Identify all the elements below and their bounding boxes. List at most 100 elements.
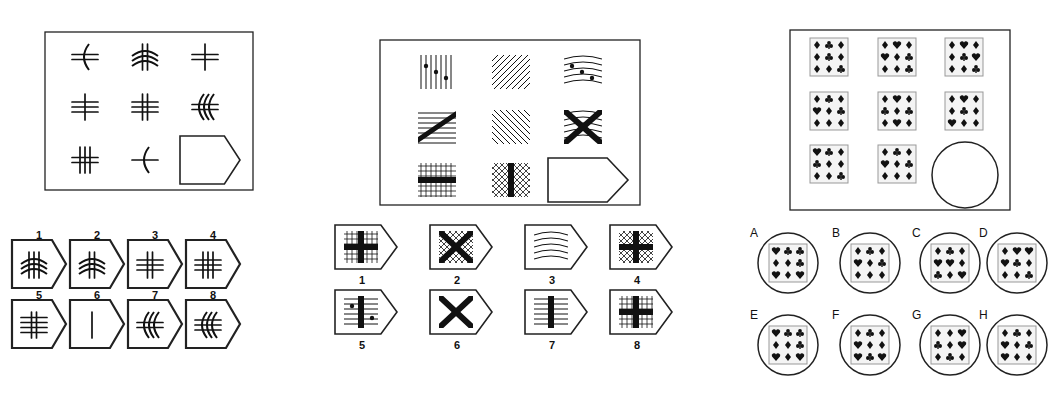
figure-part bbox=[896, 152, 897, 156]
answer-slot bbox=[12, 240, 66, 288]
diamond-suit bbox=[814, 65, 820, 73]
figure-part bbox=[950, 250, 954, 254]
figure-part bbox=[769, 244, 807, 282]
figure-part bbox=[788, 332, 792, 336]
figure-part bbox=[637, 296, 638, 328]
suit-card bbox=[851, 326, 889, 364]
figure-part bbox=[132, 106, 158, 108]
figure-part bbox=[829, 44, 833, 48]
figure-part bbox=[209, 94, 214, 120]
figure-part bbox=[825, 98, 829, 102]
figure-part bbox=[817, 163, 821, 167]
figure-part bbox=[564, 80, 602, 83]
diamond-suit bbox=[949, 107, 955, 115]
figure-part bbox=[881, 110, 885, 114]
diamond-suit bbox=[1014, 341, 1020, 349]
figure-part bbox=[534, 244, 568, 247]
diamond-suit bbox=[906, 172, 912, 180]
diamond-suit bbox=[867, 341, 873, 349]
figure-part bbox=[866, 332, 870, 336]
figure-part bbox=[909, 110, 913, 114]
figure-part bbox=[799, 263, 800, 267]
diamond-suit bbox=[855, 329, 861, 337]
diamond-suit bbox=[814, 119, 820, 127]
heart-suit bbox=[1001, 259, 1009, 267]
diamond-suit bbox=[906, 41, 912, 49]
diamond-suit bbox=[894, 160, 900, 168]
figure-part bbox=[931, 326, 969, 364]
figure-part bbox=[1028, 275, 1029, 279]
figure-part bbox=[908, 164, 909, 168]
figure-part bbox=[492, 163, 504, 197]
heart-suit bbox=[893, 119, 901, 127]
figure-part bbox=[841, 175, 845, 179]
figure-part bbox=[418, 123, 456, 124]
hatch-cell bbox=[619, 231, 653, 263]
hatch-cell bbox=[492, 110, 530, 144]
figure-part bbox=[21, 317, 47, 319]
figure-part bbox=[512, 110, 530, 144]
diamond-suit bbox=[838, 53, 844, 61]
heart-suit bbox=[796, 271, 804, 279]
diamond-suit bbox=[814, 95, 820, 103]
figure-part bbox=[492, 163, 510, 197]
answer-option bbox=[920, 233, 980, 293]
line-glyph bbox=[21, 252, 47, 278]
club-suit bbox=[837, 107, 845, 115]
diamond-suit bbox=[906, 119, 912, 127]
answer-slot bbox=[180, 136, 240, 184]
heart-suit bbox=[1001, 353, 1009, 361]
figure-part bbox=[972, 68, 976, 72]
figure-part bbox=[878, 92, 916, 130]
answer-slot bbox=[610, 290, 672, 334]
figure-part bbox=[31, 312, 33, 338]
figure-part bbox=[492, 110, 510, 144]
figure-part bbox=[1016, 333, 1017, 337]
hatch-cell bbox=[564, 56, 602, 83]
figure-part bbox=[870, 332, 874, 336]
answer-slot bbox=[70, 300, 124, 348]
figure-part bbox=[518, 163, 530, 197]
option-number: H bbox=[979, 309, 988, 321]
figure-part bbox=[192, 54, 218, 56]
answer-slot bbox=[430, 225, 492, 269]
diamond-suit bbox=[855, 271, 861, 279]
figure-part bbox=[506, 55, 530, 89]
figure-part bbox=[418, 177, 456, 183]
hatch-cell bbox=[439, 231, 473, 263]
diamond-suit bbox=[935, 329, 941, 337]
diamond-suit bbox=[1002, 329, 1008, 337]
diamond-suit bbox=[947, 271, 953, 279]
hatch-cell bbox=[492, 55, 530, 89]
figure-part bbox=[441, 55, 442, 89]
figure-part bbox=[950, 356, 954, 360]
diamond-suit bbox=[826, 119, 832, 127]
figure-part bbox=[534, 238, 568, 241]
line-glyph bbox=[72, 44, 98, 70]
heart-suit bbox=[796, 353, 804, 361]
figure-part bbox=[358, 296, 364, 328]
figure-part bbox=[492, 163, 510, 197]
answer-slot bbox=[525, 225, 587, 269]
figure-part bbox=[796, 250, 800, 254]
diamond-suit bbox=[826, 172, 832, 180]
answer-slot bbox=[186, 240, 240, 288]
figure-part bbox=[810, 92, 848, 130]
option-number: E bbox=[750, 309, 758, 321]
answer-slot bbox=[70, 240, 124, 288]
suit-card bbox=[810, 145, 848, 183]
figure-part bbox=[878, 38, 916, 76]
figure-part bbox=[564, 62, 602, 65]
figure-part bbox=[800, 332, 804, 336]
figure-part bbox=[816, 164, 817, 168]
line-glyph bbox=[72, 94, 98, 120]
figure-part bbox=[512, 163, 530, 197]
answer-option bbox=[920, 315, 980, 375]
figure-part bbox=[963, 111, 964, 115]
diamond-suit bbox=[906, 148, 912, 156]
figure-part bbox=[137, 264, 163, 266]
figure-part bbox=[492, 110, 516, 144]
figure-part bbox=[796, 332, 800, 336]
heart-suit bbox=[772, 353, 780, 361]
figure-part bbox=[21, 332, 47, 334]
